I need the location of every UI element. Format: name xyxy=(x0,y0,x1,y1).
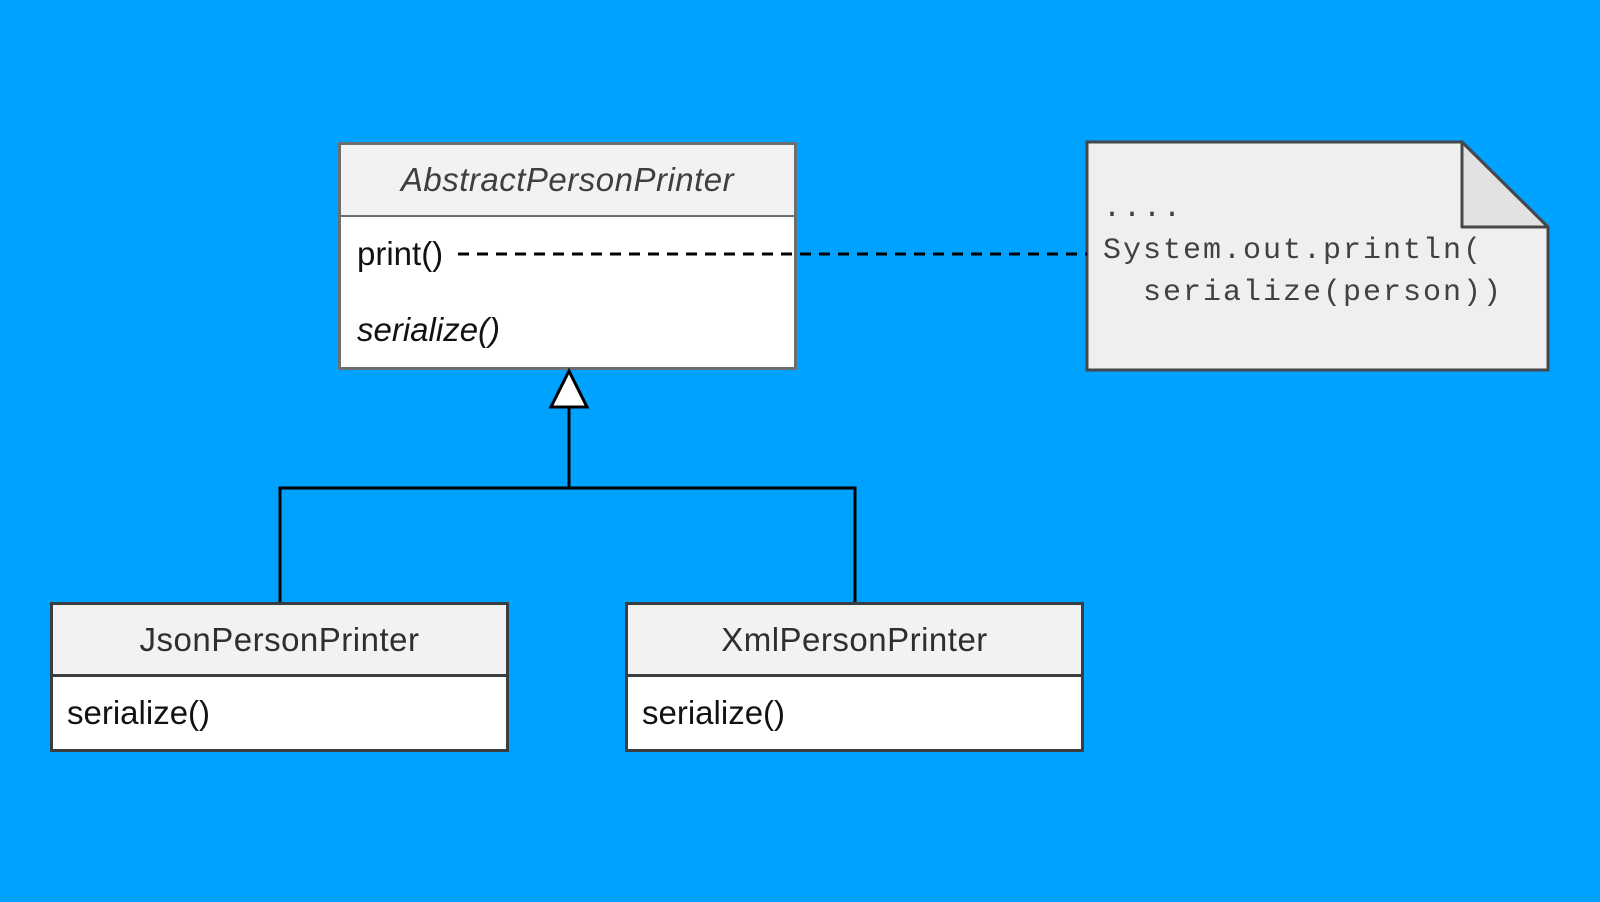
class-xml-person-printer: XmlPersonPrinter serialize() xyxy=(625,602,1084,752)
class-body: serialize() xyxy=(628,677,1081,749)
class-abstract-person-printer: AbstractPersonPrinter print() serialize(… xyxy=(338,142,797,370)
generalization-connector xyxy=(278,486,857,602)
class-header: XmlPersonPrinter xyxy=(628,605,1081,677)
note-line: .... xyxy=(1103,192,1184,226)
inheritance-triangle-icon xyxy=(548,367,590,409)
class-header: JsonPersonPrinter xyxy=(53,605,506,677)
method-serialize-abstract: serialize() xyxy=(357,311,501,348)
class-title: AbstractPersonPrinter xyxy=(400,161,735,198)
method-print: print() xyxy=(357,235,444,272)
note-line: System.out.println( xyxy=(1103,234,1484,268)
class-header: AbstractPersonPrinter xyxy=(341,145,794,217)
class-body: print() serialize() xyxy=(341,217,794,367)
method-serialize: serialize() xyxy=(642,694,786,731)
class-title: JsonPersonPrinter xyxy=(139,620,420,658)
class-title: XmlPersonPrinter xyxy=(721,620,988,658)
code-note-text: .... System.out.println( serialize(perso… xyxy=(1103,188,1503,314)
method-serialize: serialize() xyxy=(67,694,211,731)
class-json-person-printer: JsonPersonPrinter serialize() xyxy=(50,602,509,752)
class-body: serialize() xyxy=(53,677,506,749)
note-line: serialize(person)) xyxy=(1103,276,1504,310)
